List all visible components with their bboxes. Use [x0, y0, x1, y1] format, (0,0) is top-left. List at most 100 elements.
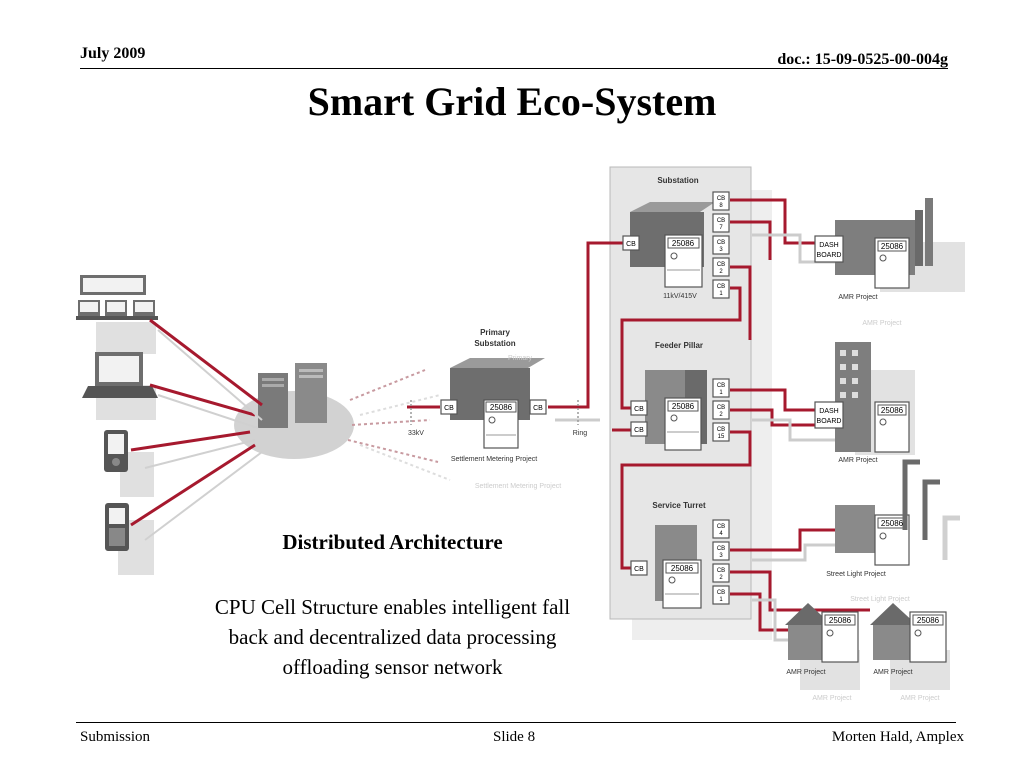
label-primary-ghost: Primary [508, 355, 533, 362]
cb-bot-box-3 [712, 585, 730, 605]
label-ring: Ring [573, 430, 588, 437]
cb-top-label-3-1: 2 [719, 269, 723, 275]
dashboard-box-2: DASH BOARD [814, 401, 844, 429]
board-label-2: BOARD [817, 418, 842, 425]
meter-street: 25086 [881, 519, 904, 528]
cb-bot-label-2-0: CB [717, 568, 725, 574]
cb-bot-label-1-1: 3 [719, 553, 723, 559]
meter-feeder: 25086 [672, 402, 695, 411]
label-settlement: Settlement Metering Project [451, 456, 537, 463]
cb-top-label-1-1: 7 [719, 225, 723, 231]
cb-top-label-3-0: CB [717, 262, 725, 268]
cb-top-label-2-1: 3 [719, 247, 723, 253]
cb-bot-label-0-1: 4 [719, 531, 723, 537]
label-settlement-ghost: Settlement Metering Project [475, 483, 561, 490]
cb-bot-label-1-0: CB [717, 546, 725, 552]
label-amr-factory-ghost: AMR Project [862, 320, 901, 327]
substation-building [630, 202, 715, 288]
meter-house-1: 25086 [829, 616, 852, 625]
street-light-icon [835, 459, 960, 566]
cb-top-label-1-0: CB [717, 218, 725, 224]
header-doc: doc.: 15-09-0525-00-004g [777, 51, 948, 69]
cb-top-label-4-0: CB [717, 284, 725, 290]
cb-bot-box-0 [712, 519, 730, 539]
cb-bot-box-2 [712, 563, 730, 583]
meter-office: 25086 [881, 406, 904, 415]
cb-primary-in: CB [444, 405, 454, 412]
cb-mid-label-0-0: CB [717, 383, 725, 389]
server-left-icon [258, 373, 288, 428]
cb-mid-box-0 [712, 378, 730, 398]
cb-bot-label-2-1: 2 [719, 575, 723, 581]
cb-mid-box-1 [712, 400, 730, 420]
mobile-phone-icon [105, 503, 129, 551]
doc-id: 15-09-0525-00-004g [814, 51, 948, 68]
cb-bot-box-1 [712, 541, 730, 561]
meter-primary: 25086 [490, 403, 513, 412]
laptop-icon [82, 352, 158, 398]
footer-rule [76, 722, 956, 723]
meter-substation: 25086 [672, 239, 695, 248]
smart-grid-diagram: DASH BOARD DASH BOARD CB CB CB CB CB CB … [76, 166, 965, 702]
cb-top-box-4 [712, 279, 730, 299]
dash-label-2: DASH [819, 408, 838, 415]
cb-bot-label-3-0: CB [717, 590, 725, 596]
label-street-ghost: Street Light Project [850, 596, 910, 603]
header-date: July 2009 [80, 45, 146, 62]
cb-mid-label-2-0: CB [717, 427, 725, 433]
label-primary-1: Primary [480, 328, 510, 337]
label-street: Street Light Project [826, 571, 886, 578]
footer-submission: Submission [80, 729, 151, 745]
office-building-icon [835, 342, 915, 455]
factory-icon [835, 198, 965, 292]
label-primary-2: Substation [474, 339, 515, 348]
dash-label-1: DASH [819, 242, 838, 249]
footer-slide-number: Slide 8 [493, 729, 536, 745]
primary-substation [450, 358, 545, 449]
service-turret [655, 525, 702, 609]
meter-turret: 25086 [671, 564, 694, 573]
cb-top-box-0 [712, 191, 730, 211]
cb-top-box-2 [712, 235, 730, 255]
cb-top-box-3 [712, 257, 730, 277]
label-feeder-pillar: Feeder Pillar [655, 341, 703, 350]
label-amr-factory: AMR Project [838, 294, 877, 301]
pda-icon [104, 430, 128, 472]
label-service-turret: Service Turret [652, 501, 706, 510]
label-amr-house-2: AMR Project [873, 669, 912, 676]
cb-mid-label-1-1: 2 [719, 412, 723, 418]
cb-feeder-in-1: CB [634, 406, 644, 413]
cb-mid-label-2-1: 15 [718, 434, 725, 440]
feeder-pillar [645, 370, 707, 451]
house-icon-1 [785, 603, 860, 690]
house-icon-2 [870, 603, 950, 690]
label-amr-house-1-ghost: AMR Project [812, 695, 851, 702]
label-voltage: 11kV/415V [663, 293, 697, 300]
desktop-computers-icon [76, 275, 158, 320]
label-substation: Substation [657, 176, 698, 185]
slide-title: Smart Grid Eco-System [307, 79, 717, 124]
cb-top-label-4-1: 1 [719, 291, 723, 297]
cb-mid-label-1-0: CB [717, 405, 725, 411]
cb-top-label-0-1: 8 [719, 203, 723, 209]
cb-substation-in: CB [626, 241, 636, 248]
header-rule [80, 68, 948, 69]
board-label-1: BOARD [817, 252, 842, 259]
dashboard-box-1: DASH BOARD [814, 235, 844, 263]
architecture-body: CPU Cell Structure enables intelligent f… [214, 595, 571, 679]
doc-prefix: doc.: [777, 51, 815, 68]
meter-house-2: 25086 [917, 616, 940, 625]
cb-bot-label-0-0: CB [717, 524, 725, 530]
cb-top-label-0-0: CB [717, 196, 725, 202]
server-right-icon [295, 363, 327, 423]
dotted-arrows [347, 369, 439, 463]
cb-top-label-2-0: CB [717, 240, 725, 246]
architecture-heading: Distributed Architecture [282, 530, 503, 554]
cb-mid-label-0-1: 1 [719, 390, 723, 396]
device-links [130, 318, 263, 527]
footer-author: Morten Hald, Amplex [831, 729, 964, 745]
cb-turret-in: CB [634, 566, 644, 573]
cb-bot-label-3-1: 1 [719, 597, 723, 603]
